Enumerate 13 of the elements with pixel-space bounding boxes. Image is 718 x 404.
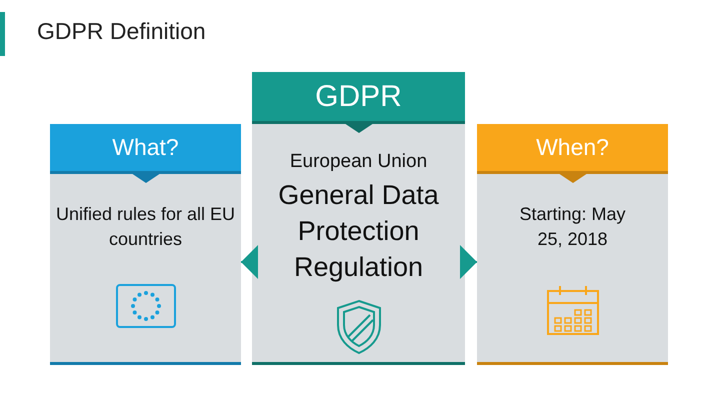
card-heading: When? <box>536 133 609 162</box>
card-heading: What? <box>112 133 179 162</box>
info-card <box>50 124 241 365</box>
card-heading: GDPR <box>315 79 402 115</box>
card-subheading: European Union <box>290 150 428 174</box>
card-text: Starting: May 25, 2018 <box>518 203 627 251</box>
card-text: General Data Protection Regulation <box>277 178 440 284</box>
info-card <box>252 72 465 365</box>
info-card <box>477 124 668 365</box>
chevron-arrow <box>241 245 258 279</box>
chevron-arrow <box>460 245 477 279</box>
card-text: Unified rules for all EU countries <box>54 203 236 251</box>
slide-title: GDPR Definition <box>37 17 206 46</box>
